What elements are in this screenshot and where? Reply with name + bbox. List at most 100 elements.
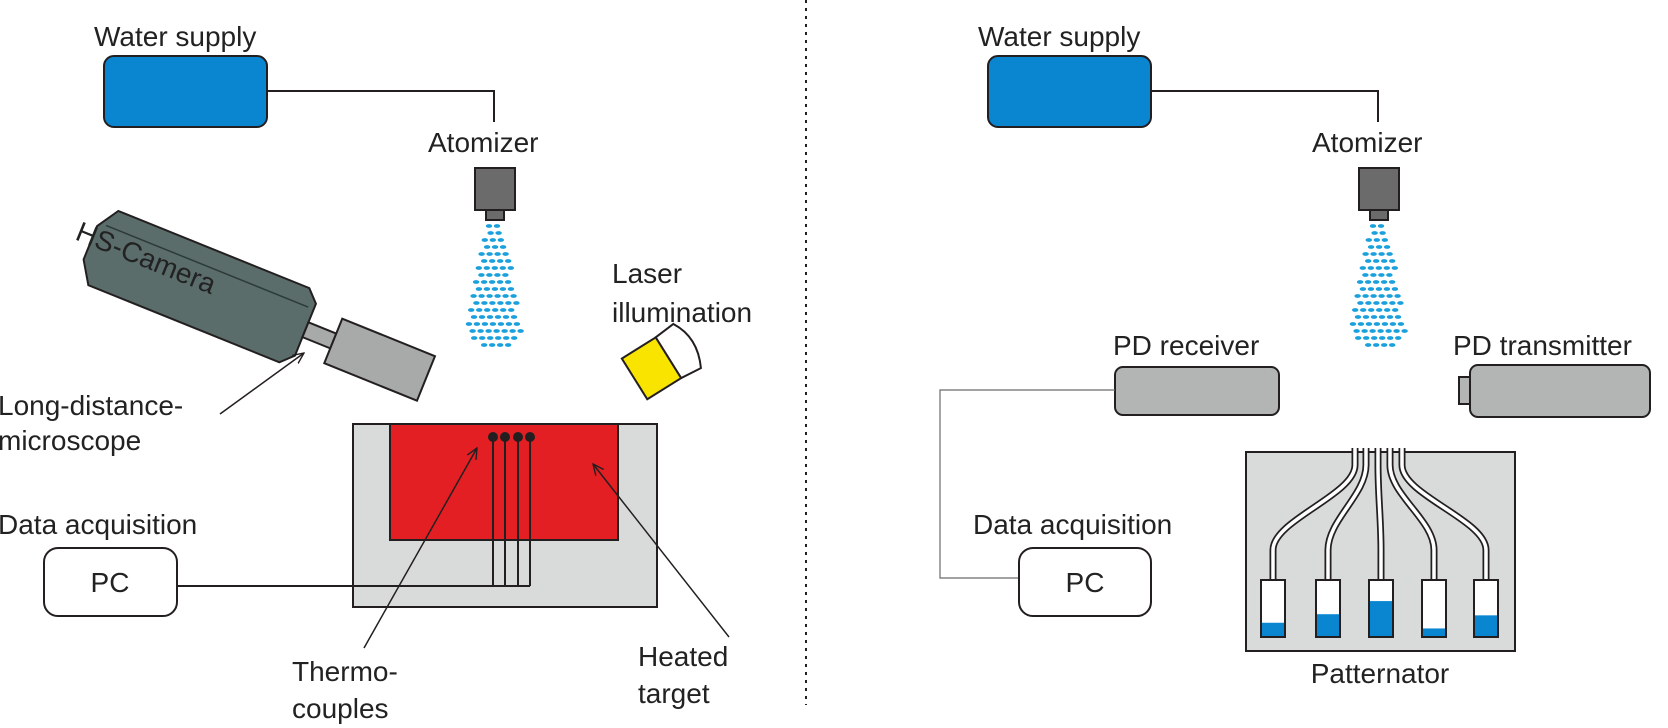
droplet: [1378, 294, 1385, 298]
droplet: [1383, 287, 1391, 291]
droplet: [501, 329, 508, 333]
droplet: [478, 294, 485, 298]
droplet: [1384, 308, 1391, 312]
droplet: [499, 245, 507, 249]
droplet: [1379, 231, 1386, 235]
droplet: [483, 245, 491, 249]
droplet: [489, 301, 496, 305]
droplet: [502, 294, 509, 298]
tube-water-level: [1262, 622, 1284, 636]
pd-data-line: [939, 389, 1115, 579]
droplet: [1371, 231, 1378, 235]
droplet: [491, 287, 499, 291]
droplet: [1365, 259, 1372, 263]
patternator-hose-inner: [1388, 448, 1436, 580]
droplet: [1377, 224, 1385, 228]
right-atomizer-label: Atomizer: [1312, 127, 1422, 158]
droplet: [1362, 315, 1370, 319]
droplet: [505, 259, 512, 263]
left-atomizer-label: Atomizer: [428, 127, 538, 158]
droplet: [487, 231, 494, 235]
heated-target-pointer: [593, 464, 730, 638]
right-water-line: [1151, 90, 1379, 122]
thermocouples-label-line2: couples: [292, 693, 389, 724]
droplet: [1377, 329, 1384, 333]
patternator-hose-inner: [1400, 448, 1488, 580]
droplet: [1389, 343, 1396, 347]
droplet: [1359, 266, 1367, 270]
droplet: [1373, 259, 1380, 263]
droplet: [1379, 336, 1386, 340]
droplet: [1370, 315, 1378, 319]
droplet: [1381, 238, 1389, 242]
droplet: [1375, 245, 1383, 249]
droplet: [481, 343, 488, 347]
droplet: [1395, 336, 1402, 340]
left-water-line: [267, 90, 495, 122]
droplet: [1367, 287, 1375, 291]
droplet: [478, 273, 485, 277]
long-distance-microscope: [322, 317, 437, 402]
droplet: [1397, 322, 1405, 326]
droplet: [1364, 280, 1372, 284]
left-spray-cone: [465, 224, 524, 347]
droplet: [1368, 308, 1375, 312]
droplet: [491, 245, 499, 249]
droplet: [480, 280, 488, 284]
droplet: [485, 224, 493, 228]
droplet: [497, 259, 504, 263]
droplet: [471, 336, 478, 340]
droplet: [504, 280, 512, 284]
droplet: [481, 259, 488, 263]
droplet: [505, 343, 512, 347]
droplet: [1367, 266, 1375, 270]
patternator-hose-inner: [1376, 448, 1383, 580]
heated-target-label-line2: target: [638, 678, 710, 709]
droplet: [483, 287, 491, 291]
droplet: [1383, 245, 1391, 249]
droplet: [1385, 329, 1392, 333]
droplet: [508, 308, 515, 312]
collection-tube: [1421, 579, 1447, 638]
droplet: [470, 294, 477, 298]
droplet: [505, 322, 513, 326]
droplet: [1386, 315, 1394, 319]
right-pc-label: PC: [1066, 567, 1105, 598]
droplet: [507, 266, 514, 270]
patternator-hose-inner: [1271, 448, 1357, 580]
droplet: [496, 280, 504, 284]
droplet: [1369, 329, 1376, 333]
droplet: [494, 294, 501, 298]
left-water-tank: [103, 55, 268, 128]
droplet: [510, 315, 518, 319]
droplet: [1388, 280, 1396, 284]
droplet: [489, 238, 496, 242]
droplet: [469, 329, 476, 333]
droplet: [499, 266, 506, 270]
droplet: [500, 308, 507, 312]
droplet: [1376, 308, 1383, 312]
droplet: [495, 231, 502, 235]
droplet: [481, 301, 488, 305]
droplet: [491, 266, 498, 270]
droplet: [1359, 287, 1367, 291]
thermocouples-label-line1: Thermo-: [292, 656, 398, 687]
right-atomizer-nozzle: [1369, 209, 1389, 221]
droplet: [499, 287, 507, 291]
droplet: [1362, 273, 1369, 277]
droplet: [1393, 329, 1400, 333]
droplet: [494, 273, 501, 277]
droplet: [502, 252, 509, 256]
droplet: [1367, 245, 1375, 249]
droplet: [495, 336, 502, 340]
pd-receiver: [1114, 366, 1280, 416]
droplet: [479, 336, 486, 340]
droplet: [513, 301, 520, 305]
droplet: [473, 301, 480, 305]
droplet: [1355, 336, 1362, 340]
droplet: [1378, 252, 1385, 256]
laser-icon: [620, 322, 702, 401]
droplet: [1389, 259, 1396, 263]
droplet: [485, 329, 492, 333]
